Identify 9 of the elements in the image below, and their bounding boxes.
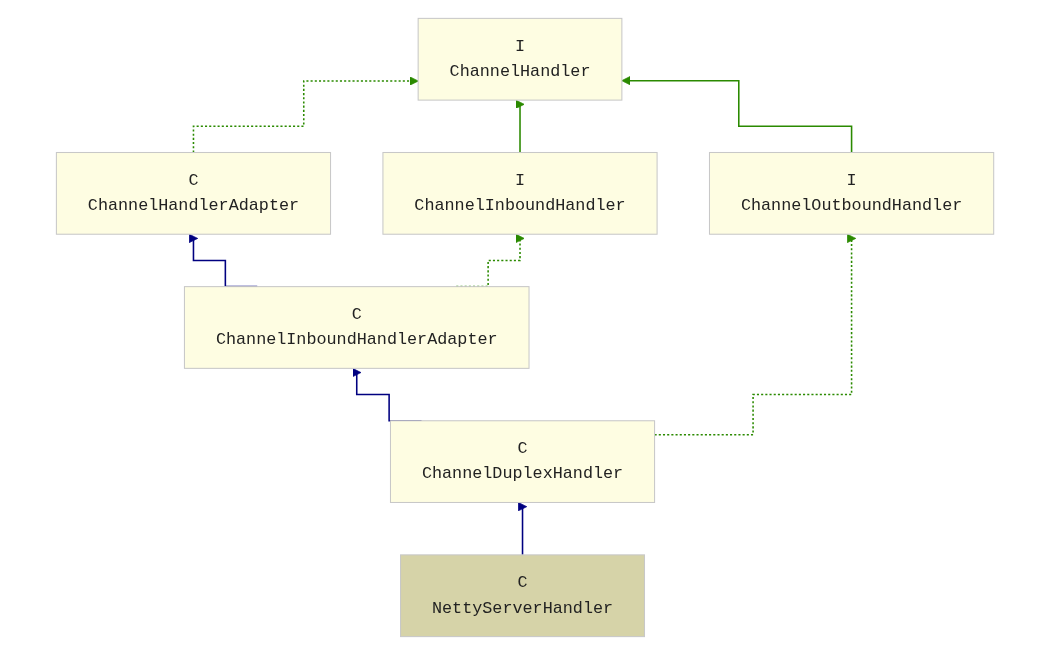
node-box: C ChannelDuplexHandler <box>390 420 656 503</box>
node-box: I ChannelHandler <box>418 17 623 101</box>
node-box: C ChannelHandlerAdapter <box>56 151 332 235</box>
node-box: C ChannelInboundHandlerAdapter <box>184 286 530 369</box>
node-box: I ChannelInboundHandler <box>382 151 659 235</box>
node-box: I ChannelOutboundHandler <box>709 151 995 235</box>
arrow <box>518 502 528 556</box>
node-box: C NettyServerHandler <box>400 554 646 638</box>
arrow <box>515 99 526 154</box>
